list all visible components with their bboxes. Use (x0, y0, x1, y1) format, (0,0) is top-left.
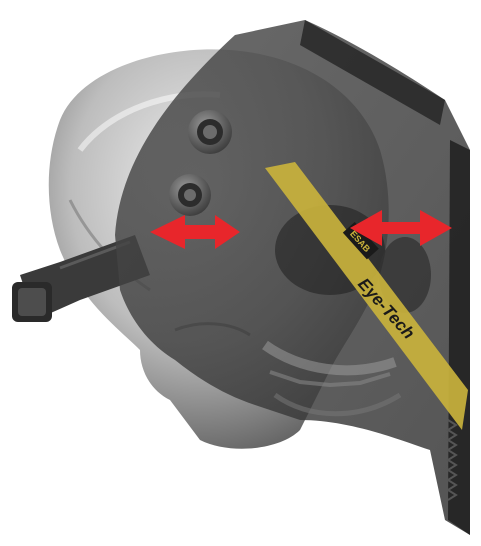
lower-adjust-knob-icon (169, 174, 211, 216)
upper-adjust-knob-icon (188, 110, 232, 154)
